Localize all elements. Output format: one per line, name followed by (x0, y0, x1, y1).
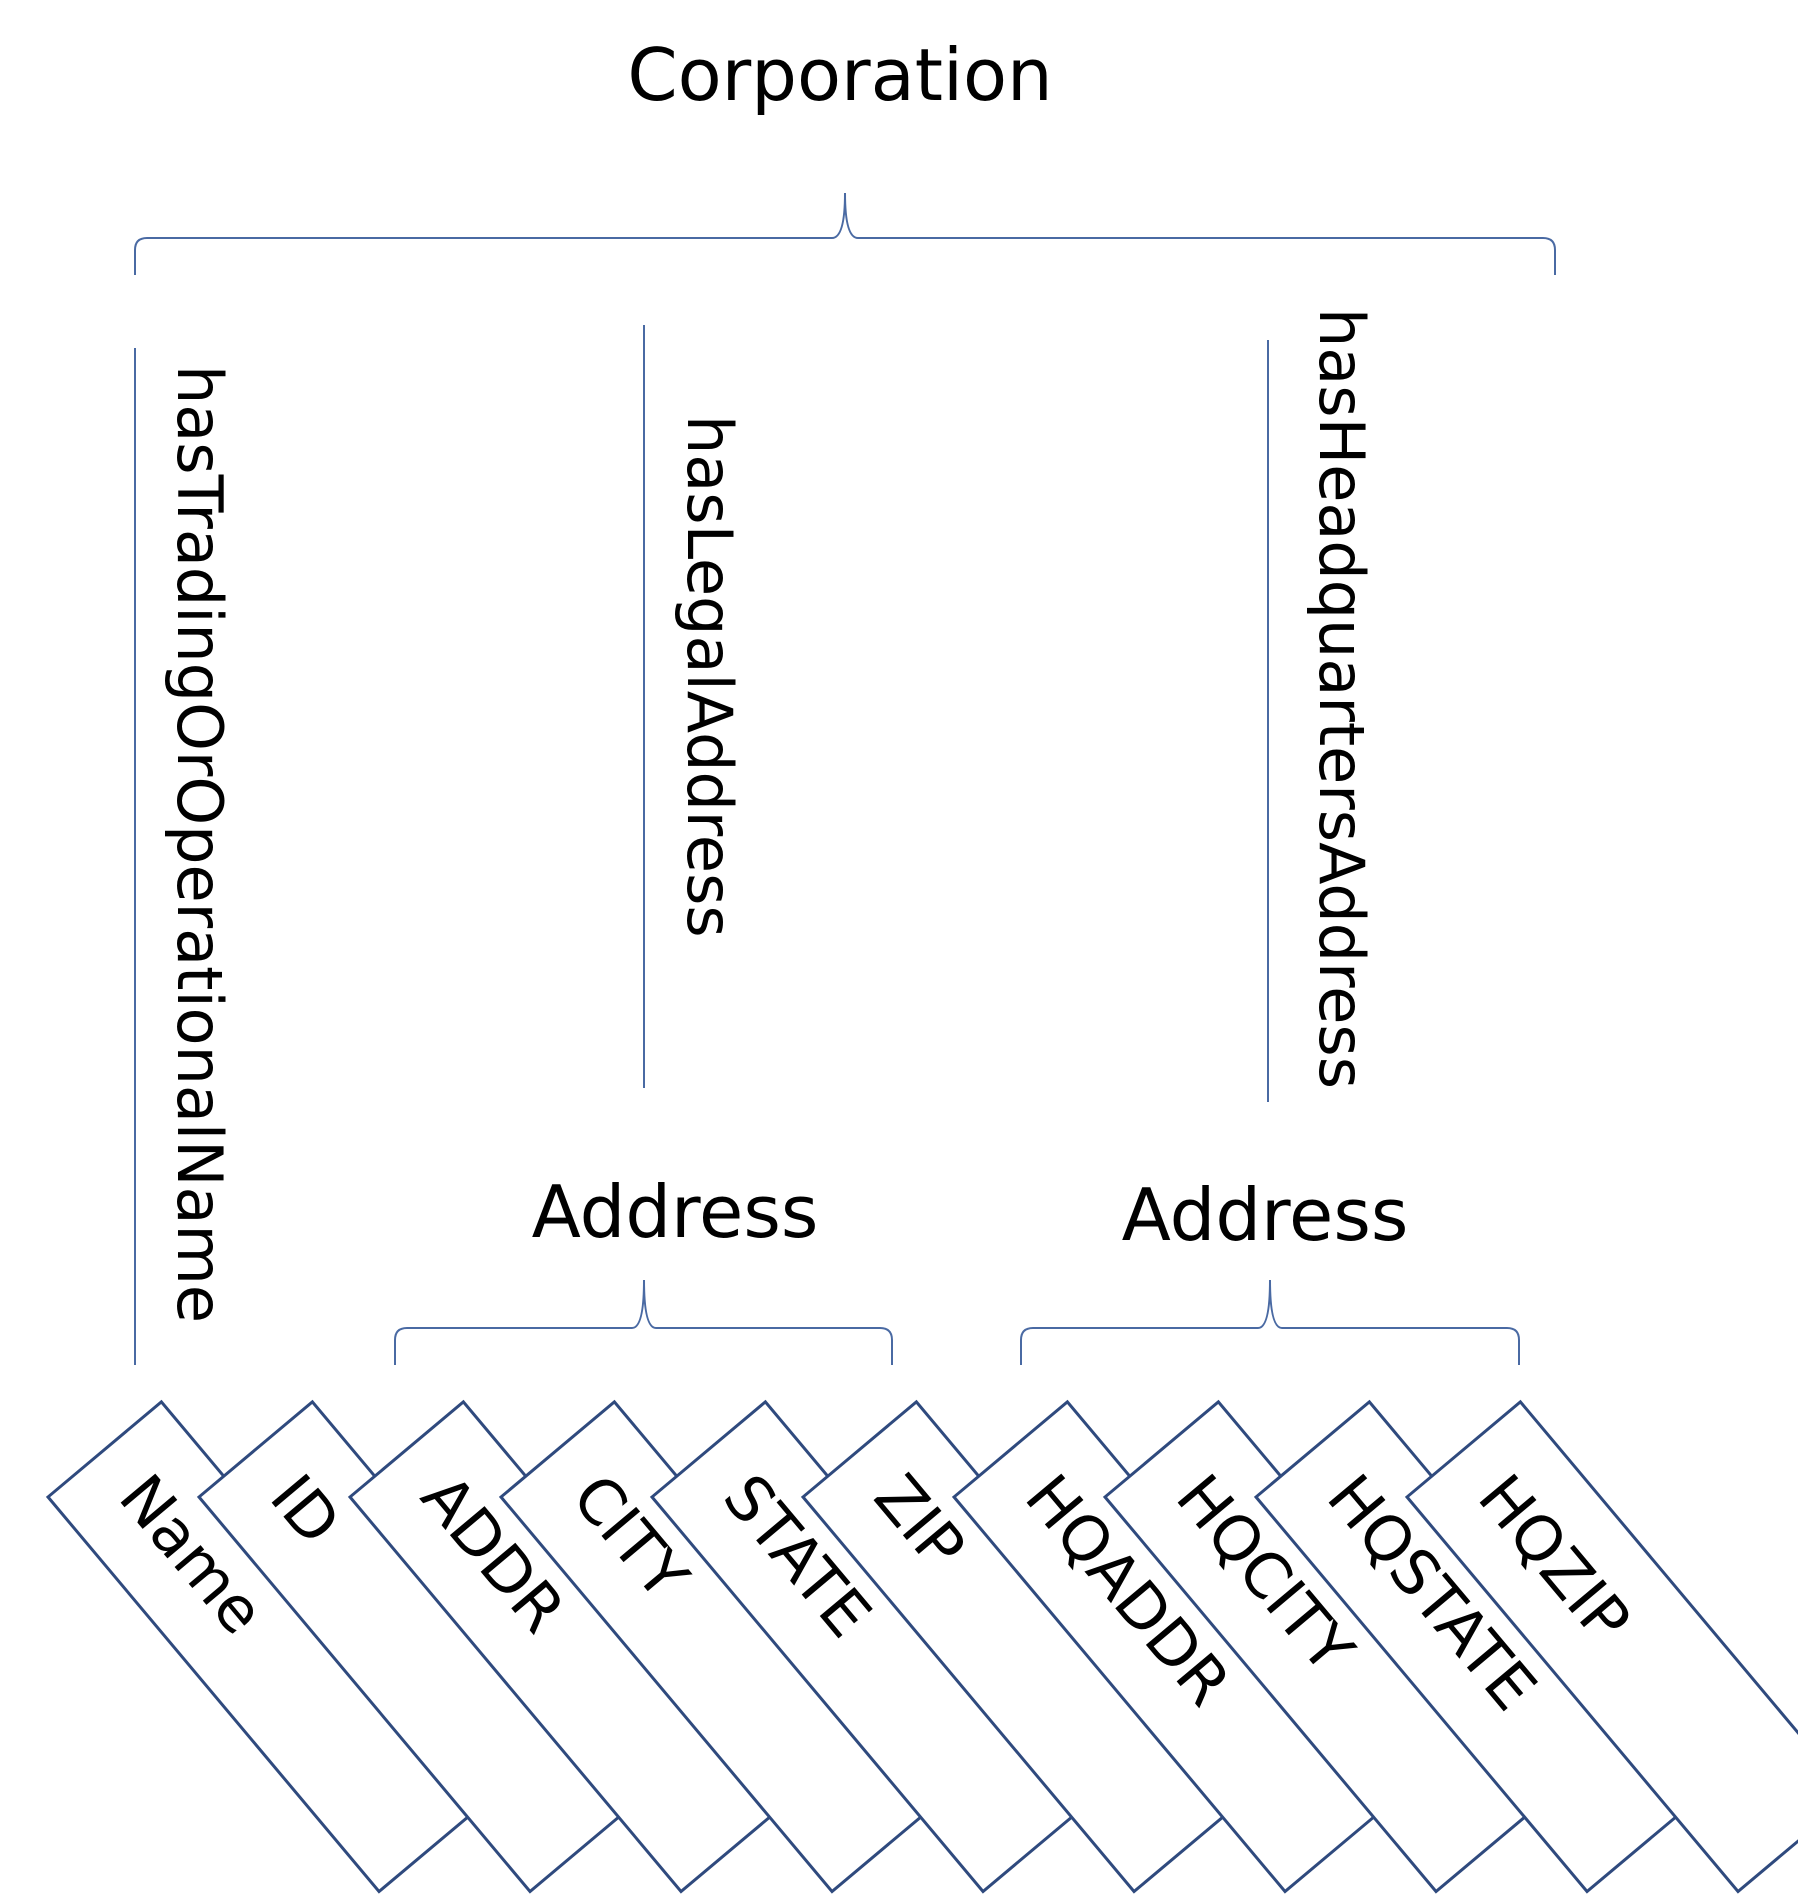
corporation-label: Corporation (627, 33, 1052, 117)
column-box-outline (1404, 1399, 1798, 1894)
corporation-brace (134, 192, 1556, 275)
hq-address-property-label: hasHeadquartersAddress (1305, 308, 1378, 1089)
hq-address-node-label: Address (1122, 1173, 1409, 1257)
hq-address-brace (1020, 1279, 1520, 1365)
legal-address-node-label: Address (532, 1170, 819, 1254)
column-box-zip: ZIP (800, 1399, 1250, 1894)
legal-address-property-label: hasLegalAddress (673, 415, 746, 938)
legal-address-brace (394, 1279, 893, 1365)
column-box-city: CITY (498, 1399, 948, 1894)
trading-name-property-label: hasTradingOrOperationalName (163, 365, 236, 1323)
